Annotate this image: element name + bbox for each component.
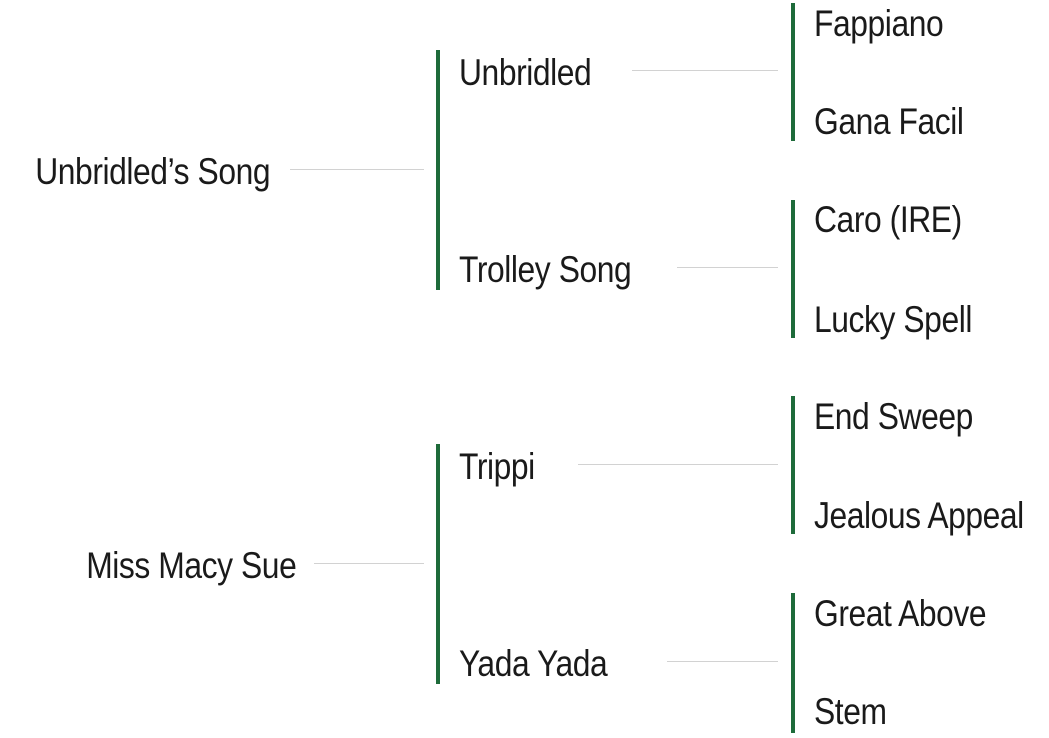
sire-dam-connector xyxy=(677,267,778,268)
sire-sire-connector xyxy=(632,70,778,71)
dam-dam-name: Yada Yada xyxy=(459,643,608,684)
dam-dam-sire-name: Great Above xyxy=(814,593,987,634)
sire-connector xyxy=(290,169,424,170)
sire-sire-sire-name: Fappiano xyxy=(814,3,944,44)
sire-name: Unbridled’s Song xyxy=(35,151,270,192)
sire-sire-parents-bracket xyxy=(791,3,795,141)
dam-sire-connector xyxy=(578,464,778,465)
dam-connector xyxy=(314,563,424,564)
sire-dam-name: Trolley Song xyxy=(459,249,632,290)
sire-parents-bracket xyxy=(436,50,440,290)
sire-dam-sire-name: Caro (IRE) xyxy=(814,199,962,240)
dam-name: Miss Macy Sue xyxy=(85,545,297,586)
dam-sire-sire-name: End Sweep xyxy=(814,396,973,437)
dam-sire-parents-bracket xyxy=(791,396,795,534)
dam-dam-parents-bracket xyxy=(791,593,795,733)
dam-dam-connector xyxy=(667,661,778,662)
sire-dam-dam-name: Lucky Spell xyxy=(814,299,972,340)
sire-dam-parents-bracket xyxy=(791,200,795,338)
dam-parents-bracket xyxy=(436,444,440,684)
sire-sire-name: Unbridled xyxy=(459,52,592,93)
sire-sire-dam-name: Gana Facil xyxy=(814,101,964,142)
dam-sire-dam-name: Jealous Appeal xyxy=(814,495,1024,536)
dam-dam-dam-name: Stem xyxy=(814,691,887,732)
dam-sire-name: Trippi xyxy=(459,446,535,487)
